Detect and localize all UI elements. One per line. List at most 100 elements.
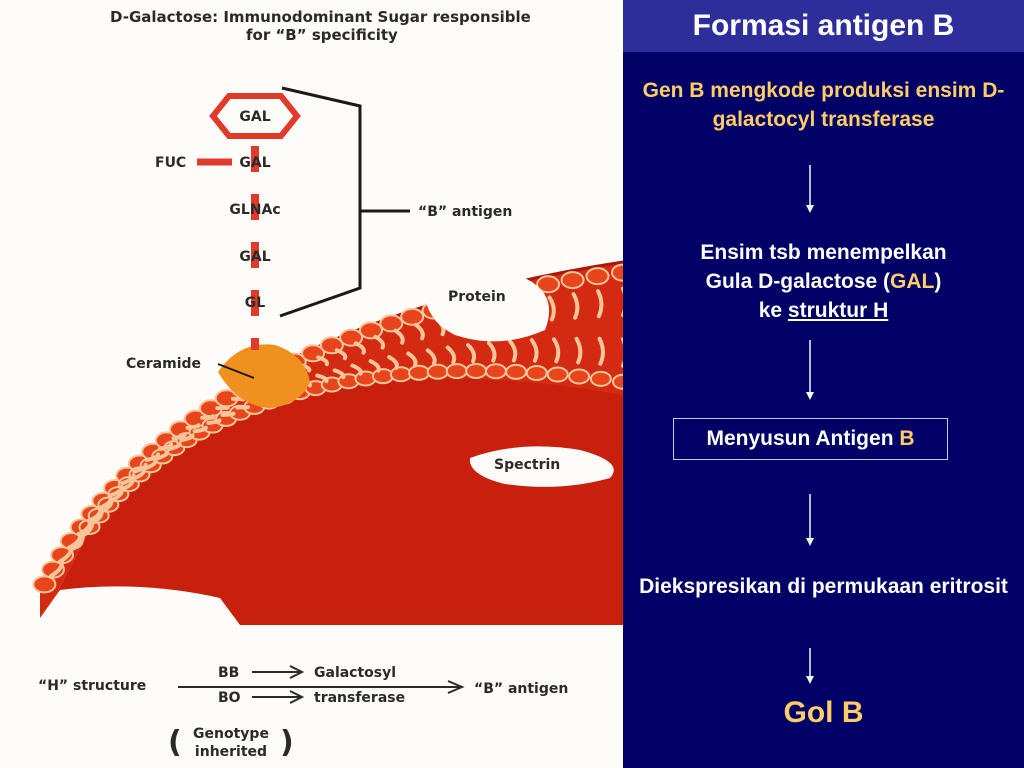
lipid-tail — [230, 396, 246, 402]
arrow-main-icon — [178, 680, 465, 694]
lipid-tail — [315, 373, 329, 384]
lipid-tail — [466, 343, 477, 364]
step-enzyme: Ensim tsb menempelkan Gula D-galactose (… — [633, 238, 1014, 325]
explanation-panel: Formasi antigen B Gen B mengkode produks… — [623, 0, 1024, 768]
step2-line2c: ) — [934, 270, 942, 293]
result-blood-group: Gol B — [783, 696, 864, 729]
lipid-tail — [166, 441, 182, 452]
lipid-tail — [171, 432, 187, 441]
lipid-tail — [413, 322, 425, 341]
lipid-tail — [547, 295, 556, 322]
lipid-head-inner — [371, 368, 394, 385]
lipid-head-outer — [379, 314, 404, 333]
lipid-head-outer — [400, 307, 425, 326]
step2-gal: GAL — [890, 270, 935, 293]
lipid-tail — [529, 338, 539, 363]
membrane-illustration: D-Galactose: Immunodominant Sugar respon… — [32, 8, 623, 760]
lipid-tail — [571, 292, 580, 320]
lipid-tail — [76, 520, 92, 537]
lipid-tail — [179, 433, 195, 443]
protein-label: Protein — [448, 289, 506, 305]
h-structure-label: “H” structure — [38, 678, 146, 694]
chain-gal-3: GAL — [239, 249, 270, 265]
chain-gal-2: GAL — [239, 155, 270, 171]
lipid-tail — [185, 423, 201, 430]
lipid-tail — [597, 336, 605, 366]
spectrin-shape — [469, 446, 614, 487]
lipid-tail — [153, 450, 170, 461]
lipid-tail — [353, 341, 366, 355]
lipid-head-inner — [546, 366, 569, 383]
membrane-diagram-svg: D-Galactose: Immunodominant Sugar respon… — [32, 8, 623, 760]
lipid-head-outer — [358, 321, 383, 340]
title-bar — [623, 0, 1024, 52]
lipid-head-inner — [568, 368, 591, 385]
lipid-tail — [368, 359, 381, 373]
lipid-tail — [57, 546, 73, 564]
lipid-tail — [108, 484, 124, 498]
lipid-head-outer — [40, 560, 65, 579]
lipid-tail — [86, 508, 103, 523]
lipid-tail — [373, 334, 386, 350]
step-expressed: Diekspresikan di permukaan eritrosit — [639, 575, 1008, 598]
chain-gal-top: GAL — [239, 109, 270, 125]
ceramide-label: Ceramide — [126, 356, 201, 372]
lipid-tail — [66, 533, 83, 550]
arrow-bb-icon — [252, 665, 305, 679]
step-gene-b: Gen B mengkode produksi ensim D-galactoc… — [642, 79, 1005, 131]
lipid-tail — [406, 351, 418, 368]
figure-title-line1: D-Galactose: Immunodominant Sugar respon… — [110, 8, 531, 26]
genotype-equation: “H” structure BB BO Galactosyl transfera… — [38, 665, 568, 760]
lipid-head-inner — [589, 370, 612, 387]
lipid-head-inner — [389, 366, 412, 383]
lipid-head-outer — [611, 263, 623, 282]
lipid-tail — [574, 336, 583, 365]
paren-right-icon: ) — [280, 725, 294, 760]
sugar-chain — [197, 93, 301, 350]
protein-shape — [424, 269, 550, 342]
arrow-down-icon — [806, 340, 814, 402]
lipid-tail — [97, 496, 113, 511]
lipid-tail — [132, 462, 148, 474]
spectrin-label: Spectrin — [494, 457, 560, 473]
lipid-head-outer — [536, 275, 561, 294]
lipid-head-inner — [426, 363, 449, 380]
gal-hexagon-icon — [209, 93, 301, 139]
lipid-head-inner — [445, 363, 468, 380]
chain-glnac: GLNAc — [229, 202, 280, 218]
transferase-label: transferase — [314, 690, 405, 706]
arrow-down-icon — [806, 648, 814, 686]
genotype-line2: inherited — [195, 744, 267, 760]
lipid-tail — [144, 452, 161, 463]
figure-title-line2: for “B” specificity — [246, 26, 398, 44]
step3-b: B — [899, 427, 915, 450]
lipid-tail — [350, 363, 363, 376]
lipid-tail — [120, 473, 136, 486]
lipid-tail — [445, 345, 457, 365]
lipid-tail — [387, 355, 399, 370]
lipid-head-outer — [560, 271, 585, 290]
b-antigen-label: “B” antigen — [418, 204, 512, 220]
lipid-tail — [508, 339, 518, 363]
lipid-head-outer — [585, 267, 610, 286]
lipid-tail — [551, 337, 561, 364]
genotype-bo: BO — [218, 690, 241, 706]
lipid-head-outer — [32, 575, 57, 594]
chain-fuc: FUC — [155, 155, 186, 171]
step3-text: Menyusun Antigen — [706, 427, 900, 450]
lipid-tail — [157, 442, 174, 451]
lipid-tail — [332, 368, 346, 380]
arrow-down-icon — [806, 494, 814, 548]
struktur-h-link[interactable]: struktur H — [787, 299, 889, 322]
chain-gl: GL — [245, 295, 265, 311]
lipid-head-inner — [525, 364, 548, 381]
lipid-head-inner — [408, 364, 431, 381]
lipid-tail — [596, 289, 604, 319]
lipid-head-inner — [612, 373, 623, 390]
red-cell-membrane — [32, 260, 623, 625]
lipid-tail — [425, 348, 437, 366]
step2-line3a: ke — [758, 299, 788, 322]
genotype-bb: BB — [218, 665, 239, 681]
lipid-head-inner — [505, 363, 528, 380]
lipid-tail — [49, 560, 64, 578]
